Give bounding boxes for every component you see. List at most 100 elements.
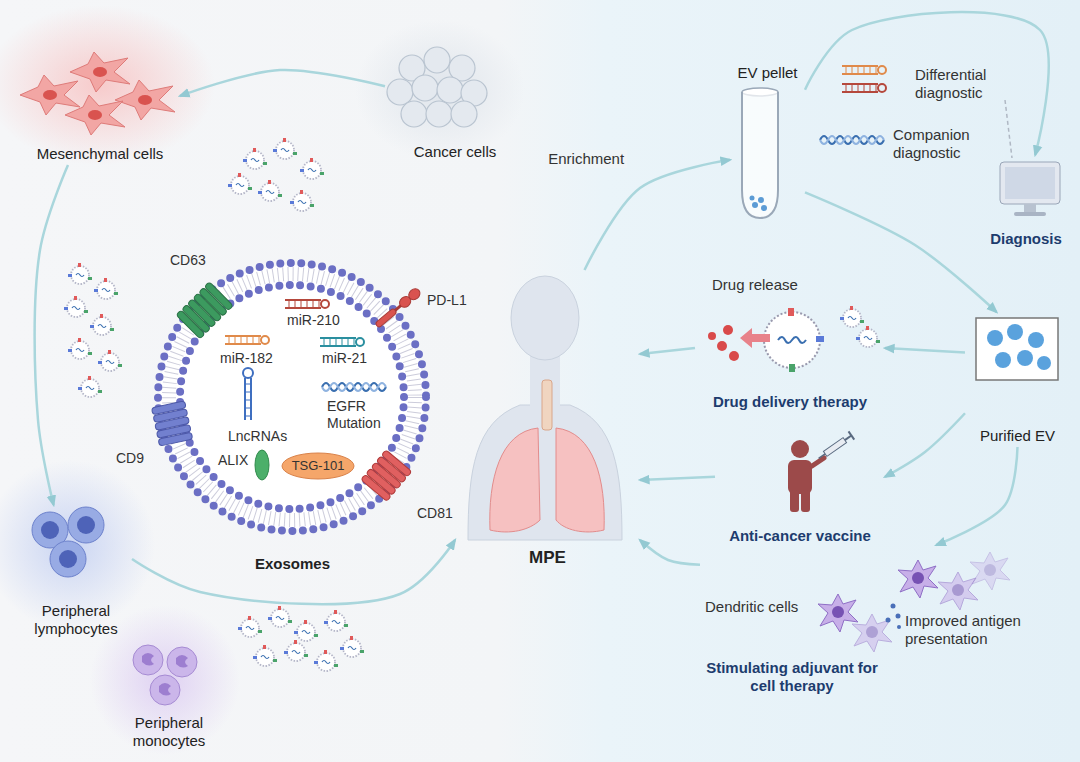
- vesicle-clusters: [284, 640, 308, 661]
- monocytes: [176, 655, 188, 668]
- lymphocytes: [59, 550, 77, 568]
- illustration: [0, 5, 215, 165]
- purified-ev: [976, 318, 1058, 380]
- exosome: [243, 368, 253, 420]
- computer: [1000, 162, 1060, 204]
- ev-tube: [750, 196, 755, 201]
- vesicle-clusters: [90, 314, 114, 335]
- lymphocytes: [50, 541, 86, 577]
- exosome: [158, 263, 426, 531]
- vesicle-clusters: [314, 650, 338, 671]
- monocytes: [133, 645, 163, 675]
- drug-vesicle: [708, 308, 824, 372]
- dendritic-cells: [886, 618, 891, 623]
- part-label: CD63: [170, 252, 206, 269]
- exosome: [320, 338, 364, 346]
- vaccine-figure: [816, 431, 855, 462]
- part-label: Companion diagnostic: [893, 126, 993, 162]
- flow-arrow: [585, 160, 731, 270]
- vaccine-figure: [849, 431, 855, 439]
- node-label: Cancer cells: [414, 143, 497, 161]
- mesenchymal-cells: [20, 52, 175, 135]
- purified-ev: [976, 318, 1058, 380]
- edge-label: Enrichment: [545, 150, 627, 168]
- vesicle-clusters: [94, 278, 118, 299]
- node-label: Stimulating adjuvant for cell therapy: [702, 659, 882, 695]
- purified-ev: [1037, 356, 1051, 370]
- exosome: [176, 282, 233, 339]
- part-label: CD81: [417, 505, 453, 522]
- exosome: [245, 384, 251, 416]
- drug-vesicle: [816, 336, 824, 342]
- part-label: LncRNAs: [228, 428, 287, 445]
- drug-vesicle: [708, 332, 716, 340]
- vesicle-clusters: [840, 306, 864, 327]
- dendritic-cells: [970, 552, 1010, 590]
- exosome: [375, 308, 397, 328]
- purified-ev: [1007, 324, 1023, 340]
- drug-vesicle: [717, 341, 727, 351]
- drug-vesicle: [740, 328, 770, 348]
- part-label: ALIX: [218, 452, 248, 469]
- vaccine-figure: [819, 454, 826, 459]
- dendritic-cells: [938, 572, 978, 610]
- connector-layer: [35, 12, 1049, 604]
- exosome: [245, 378, 251, 420]
- drug-vesicle: [789, 364, 795, 372]
- node-label: Peripheral monocytes: [120, 714, 218, 750]
- purified-ev: [1028, 332, 1044, 348]
- part-label: Differential diagnostic: [915, 66, 1015, 102]
- purified-ev: [1017, 350, 1033, 366]
- diagram-node: Peripheral monocytes: [118, 640, 220, 752]
- cancer-cells: [401, 101, 427, 127]
- vesicle-clusters: [78, 376, 102, 397]
- exosome: [151, 263, 426, 531]
- dendritic-cells: [818, 594, 858, 632]
- vaccine-figure: [812, 458, 824, 466]
- vesicle-clusters: [243, 148, 267, 169]
- cancer-cells: [426, 101, 452, 127]
- monocytes: [150, 675, 180, 705]
- flow-arrow: [885, 413, 965, 477]
- drug-vesicle: [788, 308, 794, 316]
- patient-figure: [490, 428, 540, 532]
- monocytes: [167, 647, 197, 677]
- diagnostic-rna: [842, 84, 886, 92]
- exosome: [204, 282, 233, 311]
- mesenchymal-cells: [70, 52, 130, 92]
- node-label: Purified EV: [980, 427, 1055, 445]
- exosome: [151, 401, 192, 446]
- dendritic-cells: [898, 560, 938, 598]
- lymphocytes: [32, 507, 104, 577]
- vesicle-clusters: [294, 620, 318, 641]
- dendritic-cells: [852, 614, 892, 652]
- vesicle-clusters: [856, 326, 880, 347]
- mesenchymal-cells: [115, 80, 175, 120]
- patient-figure: [468, 276, 622, 540]
- vesicle-clusters: [98, 350, 122, 371]
- flow-arrow: [936, 447, 1017, 545]
- vesicle-clusters: [273, 138, 297, 159]
- vaccine-figure: [801, 490, 810, 512]
- exosome: [180, 285, 404, 509]
- dendritic-cells: [897, 625, 901, 629]
- flow-arrow: [180, 70, 385, 96]
- exosome: [169, 274, 415, 520]
- purified-ev: [995, 352, 1011, 368]
- exosome: [322, 383, 386, 391]
- vesicle-clusters: [324, 610, 348, 631]
- vaccine-figure: [823, 438, 846, 457]
- vaccine-figure: [790, 490, 799, 512]
- computer: [1005, 167, 1055, 199]
- vesicle-clusters: [228, 173, 252, 194]
- diagram-node: Mesenchymal cells: [20, 50, 180, 165]
- node-label: Anti-cancer vaccine: [729, 527, 871, 545]
- diagram-node: Peripheral lymphocytes: [20, 505, 132, 640]
- node-label: EV pellet: [737, 64, 797, 82]
- exosome: [361, 474, 392, 501]
- computer: [1024, 204, 1036, 212]
- diagram-node: Diagnosis: [980, 155, 1072, 250]
